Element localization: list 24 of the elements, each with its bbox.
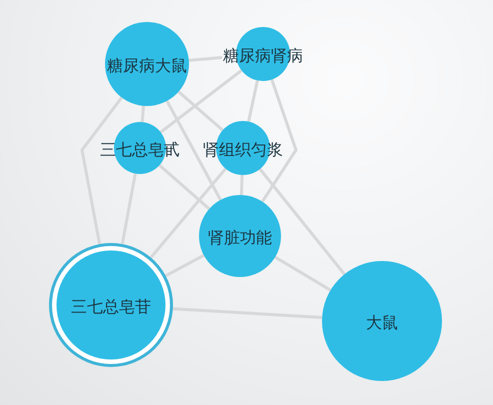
node-label: 糖尿病大鼠 bbox=[107, 57, 187, 75]
connector-line bbox=[150, 168, 227, 258]
circle-node bbox=[322, 261, 442, 381]
connector-line bbox=[165, 254, 204, 278]
circle-node bbox=[49, 243, 173, 367]
connector-line bbox=[120, 173, 137, 244]
circle-node bbox=[199, 195, 281, 277]
node-label: 肾脏功能 bbox=[208, 229, 272, 247]
connector-line bbox=[274, 256, 332, 292]
connector-line bbox=[188, 56, 222, 62]
connector-line bbox=[158, 164, 210, 210]
connector-line bbox=[261, 79, 298, 202]
connector-line bbox=[166, 100, 222, 201]
node-label: 大鼠 bbox=[366, 314, 398, 332]
connector-line bbox=[178, 90, 224, 132]
connector-line bbox=[80, 96, 123, 244]
node-label: 三七总皂苷 bbox=[71, 298, 151, 316]
connector-line bbox=[240, 174, 244, 196]
connector-line bbox=[247, 80, 259, 122]
connector-line bbox=[172, 307, 322, 319]
connector-line bbox=[140, 106, 145, 122]
connector-line bbox=[160, 69, 242, 134]
connector-line bbox=[258, 168, 346, 276]
circle-node bbox=[105, 22, 189, 106]
